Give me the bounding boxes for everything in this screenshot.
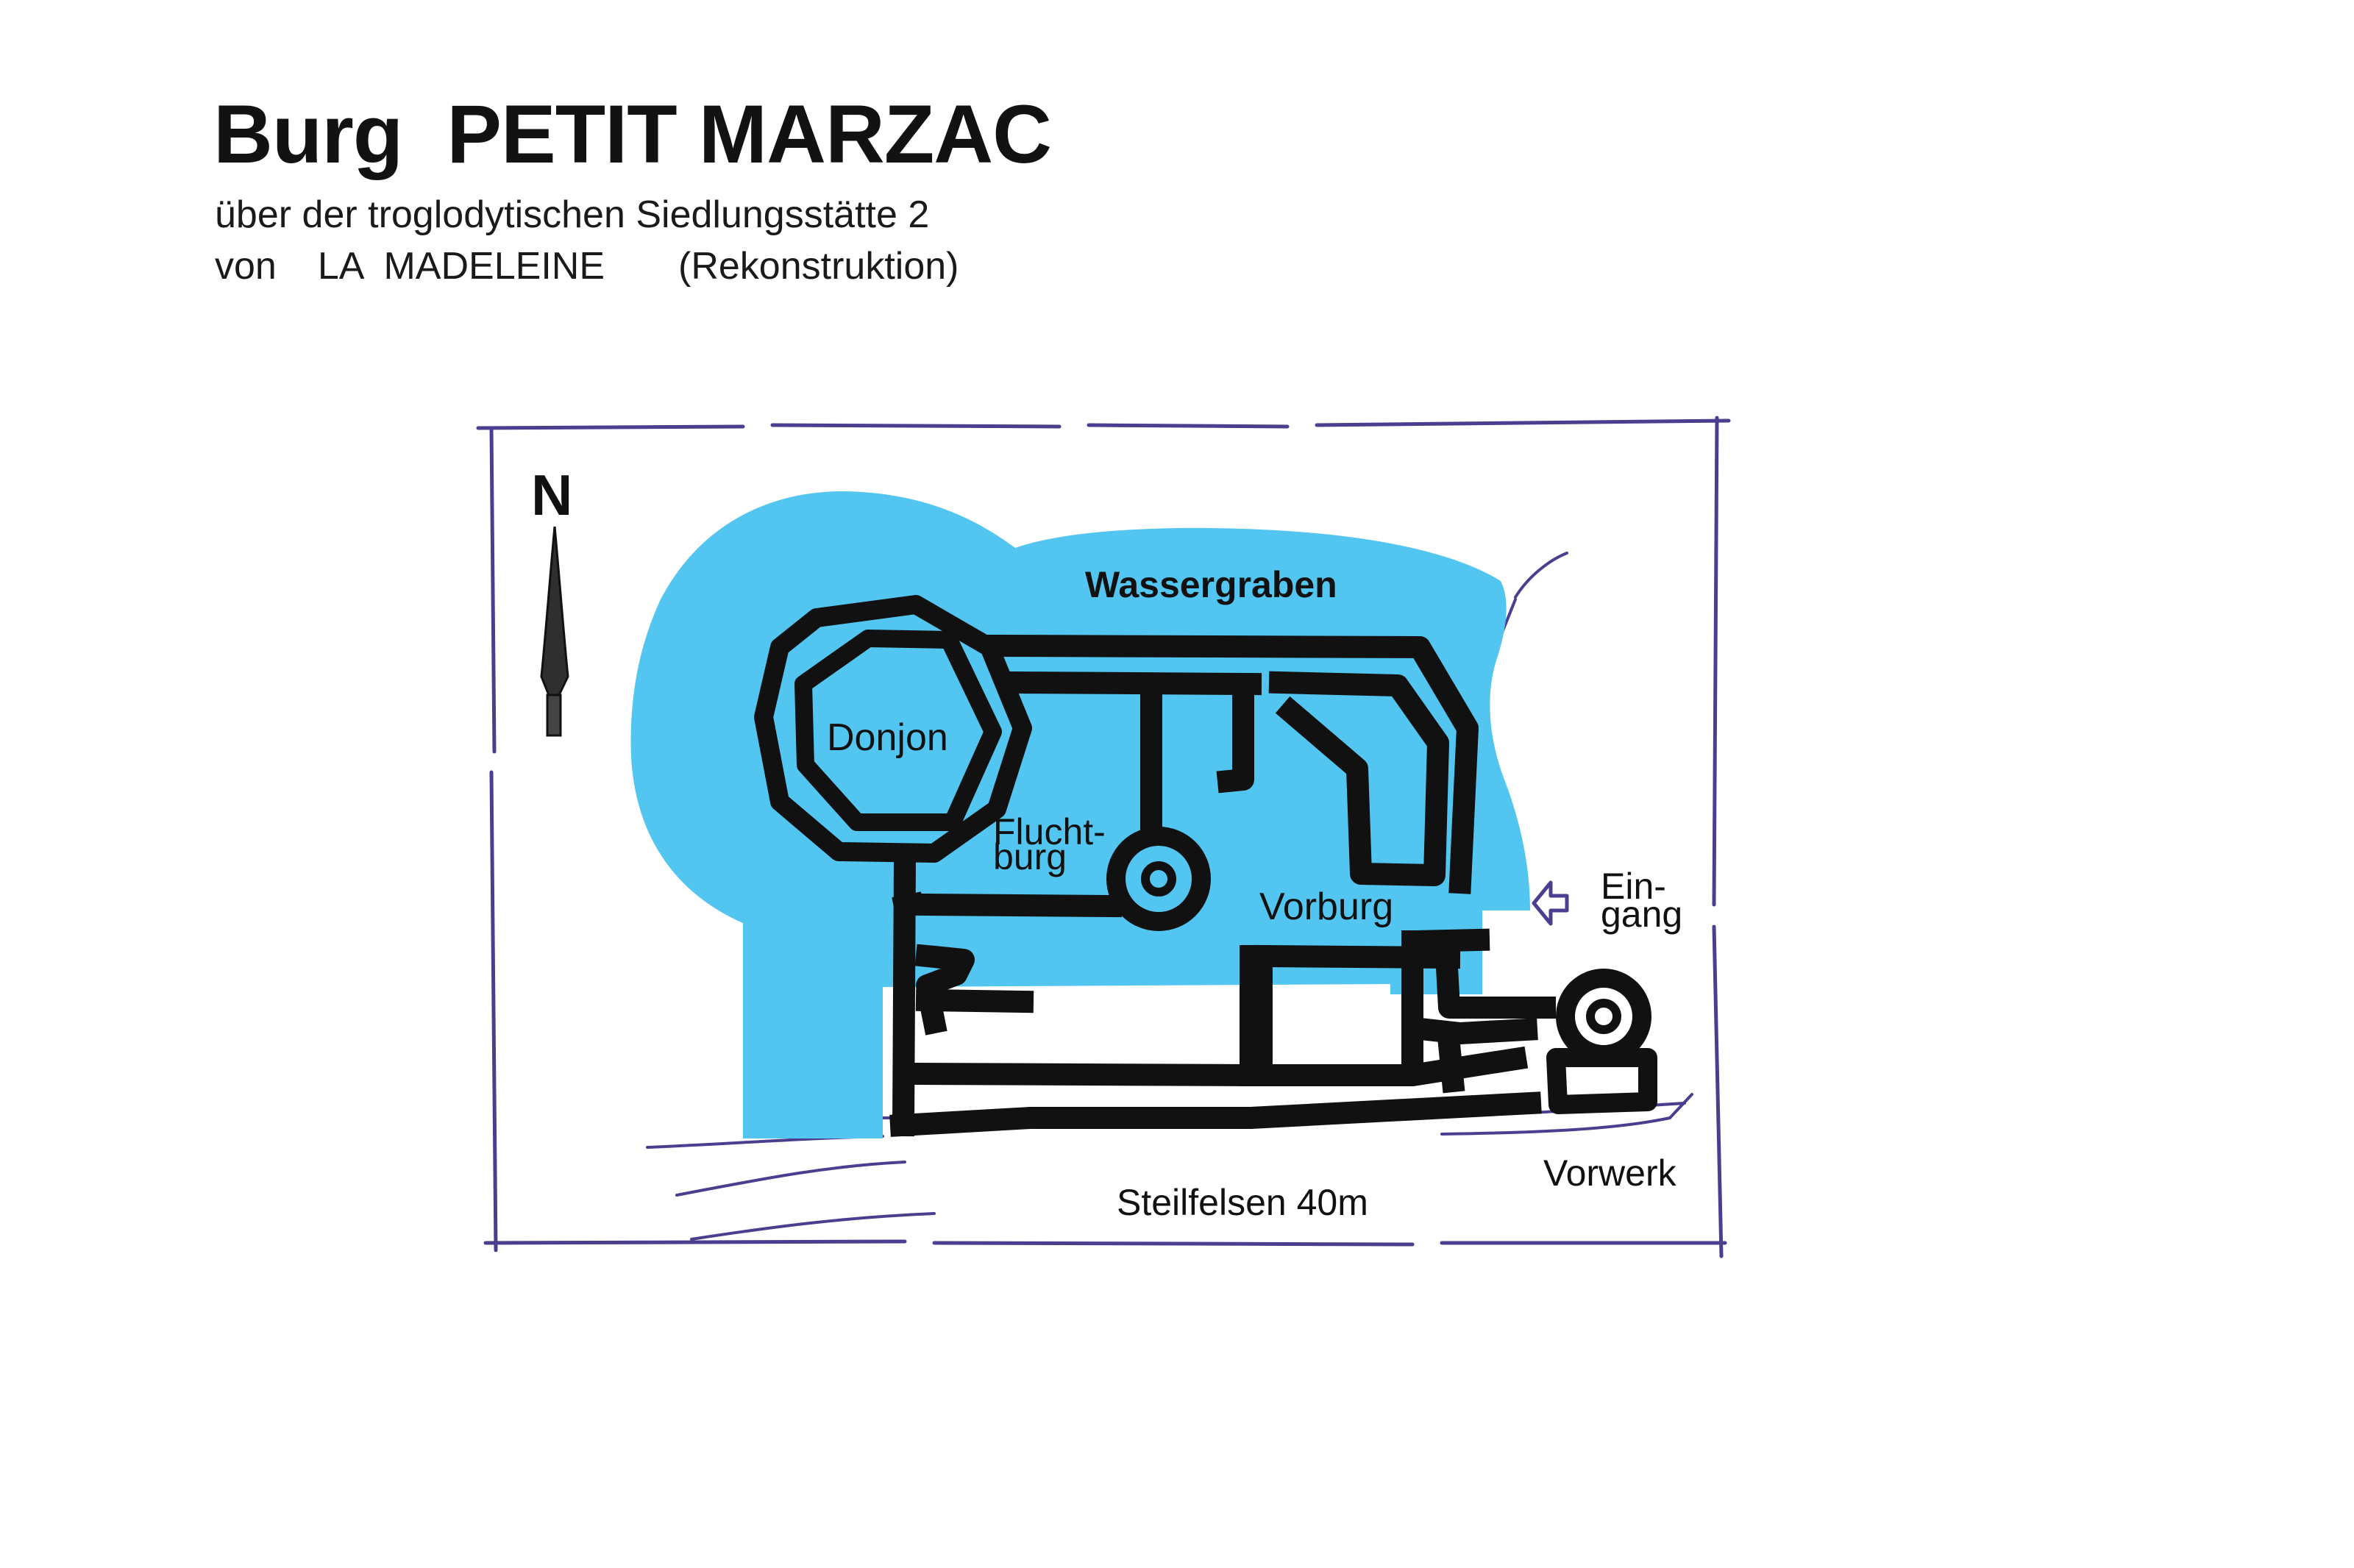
subtitle-line-1: über der troglodytischen Siedlungsstätte… (215, 193, 930, 236)
outwork-tower (1556, 969, 1651, 1064)
subtitle-note: (Rekonstruktion) (678, 245, 959, 288)
entrance-label-1: Ein- (1601, 866, 1666, 907)
subtitle-von: von (215, 245, 277, 288)
outwork-label: Vorwerk (1543, 1152, 1677, 1194)
moat-label: Wassergraben (1085, 564, 1337, 605)
outer-bailey-label: Vorburg (1259, 885, 1393, 928)
title-name: PETIT MARZAC (447, 88, 1052, 180)
cliff-label: Steilfelsen 40m (1117, 1182, 1368, 1223)
compass-label: N (531, 463, 572, 527)
entrance-arrow (1532, 880, 1569, 926)
subtitle-line-2: von LA MADELEINE (Rekonstruktion) (215, 244, 959, 288)
subtitle-place: LA MADELEINE (317, 245, 605, 288)
refuge-tower (1106, 827, 1211, 931)
keep-label: Donjon (827, 716, 948, 759)
refuge-label-1: Flucht- (993, 811, 1106, 852)
entrance-label-2: gang (1601, 894, 1682, 935)
title-word-burg: Burg (213, 88, 403, 180)
north-arrow-icon (540, 526, 569, 737)
map-frame (476, 416, 1731, 1258)
page-title: Burg PETIT MARZAC (213, 87, 1052, 182)
refuge-label-2: burg (993, 836, 1067, 877)
